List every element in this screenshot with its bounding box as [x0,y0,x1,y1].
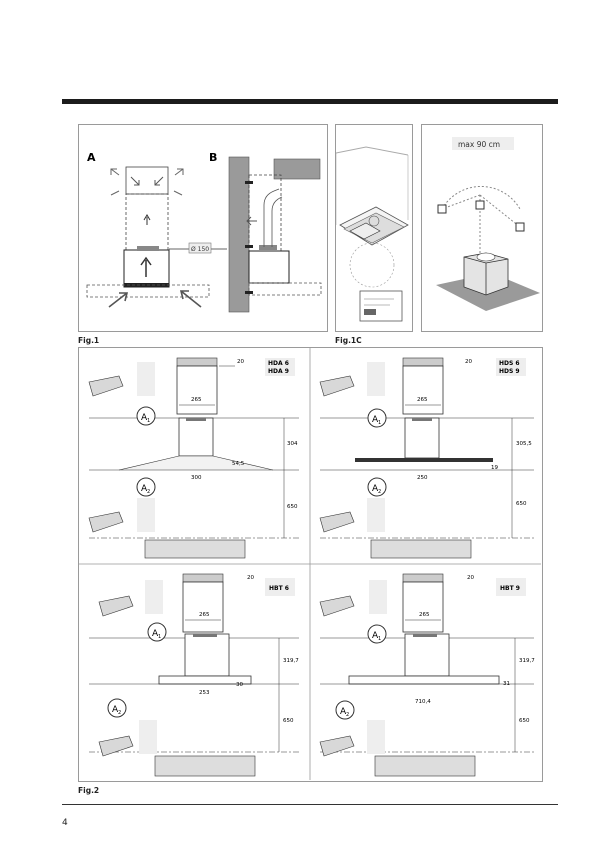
panel-3-dim-side: 30 [236,682,243,688]
panel-1-a1: A [141,413,148,423]
panel-3-dim-bottom: 253 [199,690,210,696]
fig2-frame: HDA 6 HDA 9 20 265 54,5 300 304 650 A 1 … [78,347,543,782]
panel-1-model-1: HDA 6 [268,360,289,367]
panel-2-dim-side: 19 [491,465,498,471]
fig1c-drawing [335,146,409,322]
panel-3-dim-height: 319,7 [283,658,299,664]
svg-text:1: 1 [378,636,381,642]
panel-4-dim-bottom: 710,4 [415,699,431,705]
panel-3-dim-width: 265 [199,612,210,618]
fig1c-frame [335,124,413,332]
panel-hbt6: HBT 6 20 265 30 253 319,7 650 A 1 A 2 [89,573,299,777]
fig2-drawing: HDA 6 HDA 9 20 265 54,5 300 304 650 A 1 … [79,348,541,780]
panel-1-dim-low: 650 [287,504,298,510]
panel-hda: HDA 6 HDA 9 20 265 54,5 300 304 650 A 1 … [88,357,299,559]
panel-1-dim-bottom: 300 [191,475,202,481]
panel-hbt9: HBT 9 20 265 31 710,4 319,7 650 A 1 A 2 [319,573,535,777]
panel-2-a1: A [372,415,379,425]
panel-2-dim-bottom: 250 [417,475,428,481]
panel-1-dim-width: 265 [191,397,202,403]
panel-3-a2: A [112,705,119,715]
panel-2-dim-width: 265 [417,397,428,403]
svg-text:1: 1 [147,418,150,424]
panel-4-dim-low: 650 [519,718,530,724]
fig1-caption: Fig.1 [78,336,100,345]
panel-hds: HDS 6 HDS 9 20 265 19 250 305,5 650 A 1 … [319,357,534,559]
fig1c-caption: Fig.1C [335,336,362,345]
svg-text:2: 2 [147,489,150,495]
panel-1-dim-height: 304 [287,441,298,447]
page-number: 4 [62,818,68,828]
panel-3-dim-low: 650 [283,718,294,724]
svg-text:2: 2 [118,710,121,716]
header-rule [62,99,558,104]
svg-text:2: 2 [346,712,349,718]
max-label: max 90 cm [458,140,500,149]
svg-text:1: 1 [378,420,381,426]
fig-max-frame: max 90 cm [421,124,543,332]
fig2-caption: Fig.2 [78,786,100,795]
panel-4-dim-width: 265 [419,612,430,618]
panel-b-label: B [209,151,217,164]
panel-4-a2: A [340,707,347,717]
panel-4-model-1: HBT 9 [500,585,520,592]
fig-max-drawing: max 90 cm [436,137,540,311]
panel-3-a1: A [152,629,159,639]
svg-text:2: 2 [378,489,381,495]
footer-rule [62,804,558,805]
svg-text:1: 1 [158,634,161,640]
panel-2-dim-low: 650 [516,501,527,507]
panel-3-model-1: HBT 6 [269,585,289,592]
panel-1-model-2: HDA 9 [268,368,289,375]
panel-2-dim-top: 20 [465,359,472,365]
panel-2-model-2: HDS 9 [499,368,520,375]
panel-4-dim-top: 20 [467,575,474,581]
duct-label: Ø 150 [191,246,209,253]
panel-a-label: A [87,151,96,164]
panel-1-a2: A [141,484,148,494]
panel-3-dim-top: 20 [247,575,254,581]
panel-1-dim-side: 54,5 [232,461,245,467]
fig1-drawing: A B Ø 150 [86,151,322,313]
panel-4-dim-height: 319,7 [519,658,535,664]
fig1-frame: A B Ø 150 [78,124,328,332]
panel-1-dim-top: 20 [237,359,244,365]
panel-2-dim-height: 305,5 [516,441,532,447]
panel-2-model-1: HDS 6 [499,360,520,367]
panel-2-a2: A [372,484,379,494]
panel-4-a1: A [372,631,379,641]
